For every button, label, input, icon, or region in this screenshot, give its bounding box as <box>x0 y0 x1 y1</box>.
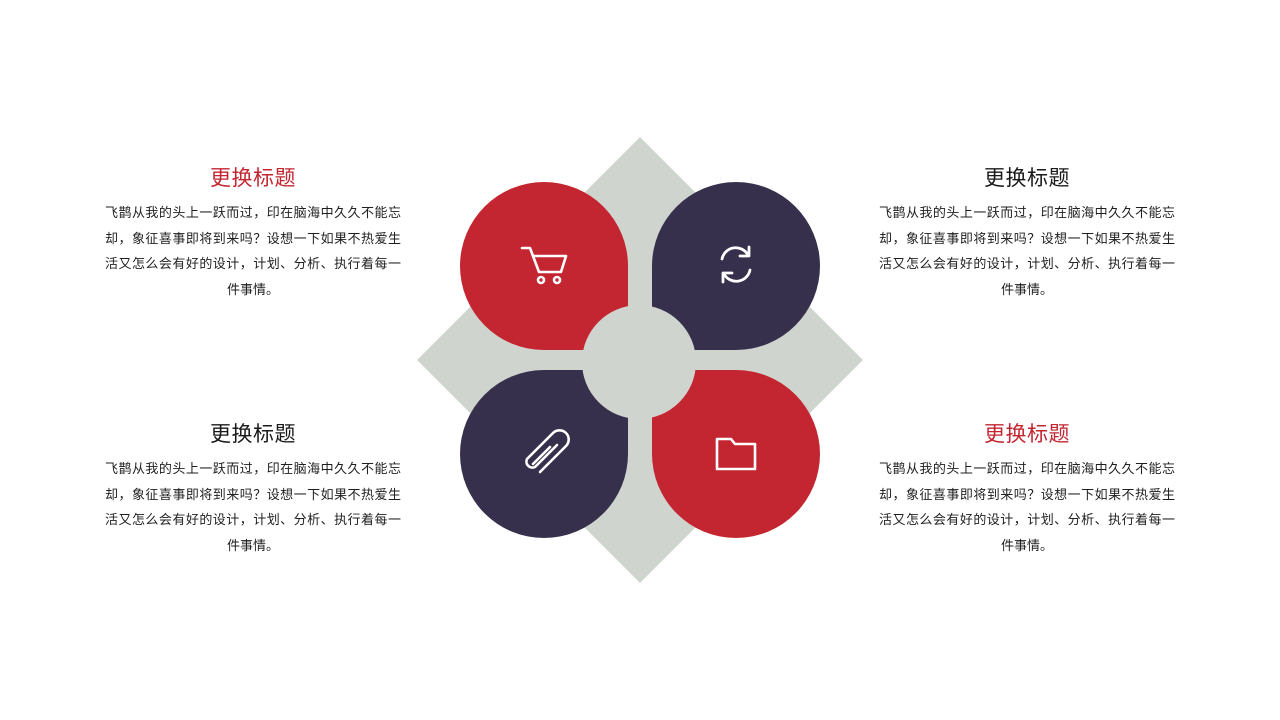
paperclip-icon <box>525 429 570 474</box>
center-circle <box>582 305 696 419</box>
text-block-bottom-left: 更换标题 飞鹊从我的头上一跃而过，印在脑海中久久不能忘却，象征喜事即将到来吗？设… <box>105 420 401 559</box>
block-body-bottom-left: 飞鹊从我的头上一跃而过，印在脑海中久久不能忘却，象征喜事即将到来吗？设想一下如果… <box>105 462 401 554</box>
block-title-top-left: 更换标题 <box>210 166 296 190</box>
block-body-bottom-right: 飞鹊从我的头上一跃而过，印在脑海中久久不能忘却，象征喜事即将到来吗？设想一下如果… <box>879 462 1175 554</box>
text-block-bottom-right: 更换标题 飞鹊从我的头上一跃而过，印在脑海中久久不能忘却，象征喜事即将到来吗？设… <box>879 420 1175 559</box>
shopping-cart-icon <box>520 246 568 285</box>
petal-top-right <box>652 182 820 350</box>
petal-top-left <box>460 182 628 350</box>
block-title-top-right: 更换标题 <box>984 166 1070 190</box>
block-body-top-left: 飞鹊从我的头上一跃而过，印在脑海中久久不能忘却，象征喜事即将到来吗？设想一下如果… <box>105 206 401 298</box>
petal-bottom-right <box>652 370 820 538</box>
block-title-bottom-left: 更换标题 <box>210 422 296 446</box>
text-block-top-left: 更换标题 飞鹊从我的头上一跃而过，印在脑海中久久不能忘却，象征喜事即将到来吗？设… <box>105 164 401 303</box>
block-body-top-right: 飞鹊从我的头上一跃而过，印在脑海中久久不能忘却，象征喜事即将到来吗？设想一下如果… <box>879 206 1175 298</box>
block-title-bottom-right: 更换标题 <box>984 422 1070 446</box>
text-block-top-right: 更换标题 飞鹊从我的头上一跃而过，印在脑海中久久不能忘却，象征喜事即将到来吗？设… <box>879 164 1175 303</box>
refresh-icon <box>720 245 752 284</box>
folder-icon <box>715 437 757 471</box>
